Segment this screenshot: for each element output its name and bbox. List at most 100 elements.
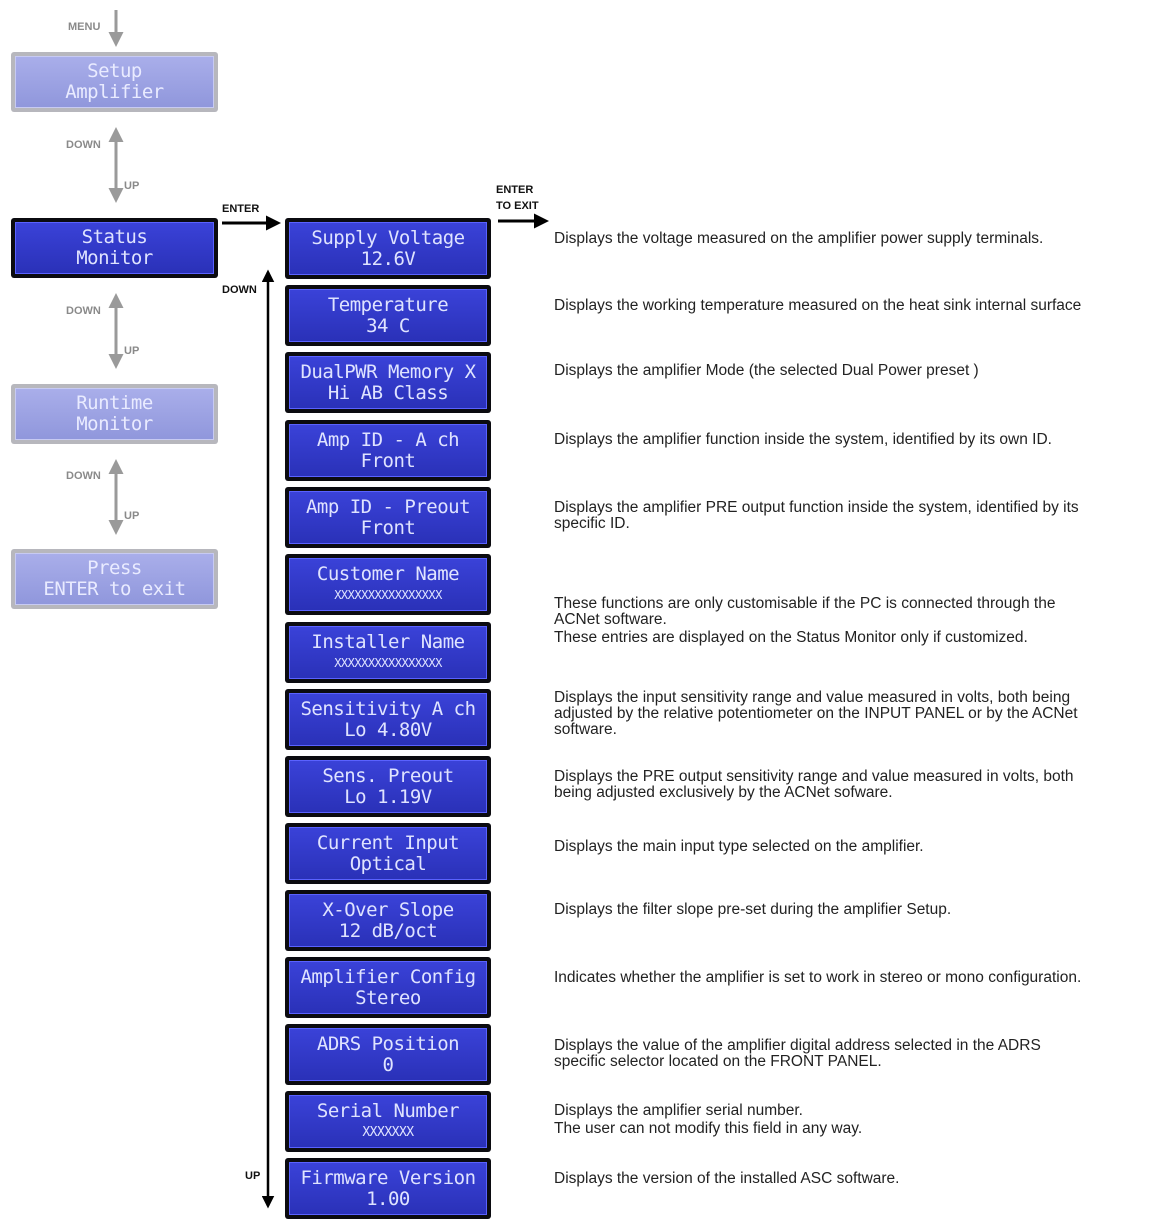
- desc-line: Displays the amplifier serial number.: [554, 1102, 803, 1119]
- desc-customisable: These functions are only customisable if…: [554, 596, 1164, 646]
- lcd-line1: Amp ID - A ch: [316, 428, 460, 451]
- lcd-line1: Runtime: [76, 392, 153, 414]
- lcd-line1: Current Input: [316, 831, 460, 854]
- desc-line: Displays the input sensitivity range and…: [554, 689, 1071, 706]
- desc-line: The user can not modify this field in an…: [554, 1120, 863, 1137]
- lcd-line2: Lo 4.80V: [344, 718, 432, 741]
- desc-line: ACNet software.: [554, 611, 667, 628]
- lcd-line1: Customer Name: [316, 562, 460, 585]
- lcd-line1: Amp ID - Preout: [305, 495, 471, 518]
- lcd-line2: 12 dB/oct: [338, 919, 438, 942]
- desc-line: Displays the amplifier PRE output functi…: [554, 499, 1079, 516]
- lcd-line2: XXXXXXX: [362, 1124, 414, 1140]
- desc-line: Indicates whether the amplifier is set t…: [554, 969, 1082, 986]
- desc-line: Displays the voltage measured on the amp…: [554, 230, 1044, 247]
- desc-x-over-slope: Displays the filter slope pre-set during…: [554, 902, 1164, 918]
- lcd-runtime-monitor: Runtime Monitor: [11, 384, 218, 444]
- lcd-line1: Press: [87, 557, 142, 579]
- desc-sensitivity-a-ch: Displays the input sensitivity range and…: [554, 690, 1164, 738]
- lcd-line2: Amplifier: [65, 81, 164, 103]
- desc-adrs-position: Displays the value of the amplifier digi…: [554, 1038, 1164, 1070]
- lcd-line2: Lo 1.19V: [344, 785, 432, 808]
- lcd-line1: Status: [81, 226, 148, 248]
- lcd-line1: Firmware Version: [300, 1166, 476, 1189]
- up-label-3: UP: [124, 510, 140, 522]
- desc-line: Displays the main input type selected on…: [554, 838, 924, 855]
- desc-amplifier-config: Indicates whether the amplifier is set t…: [554, 970, 1164, 986]
- menu-label: MENU: [68, 21, 101, 33]
- desc-line: Displays the PRE output sensitivity rang…: [554, 768, 1074, 785]
- desc-line: Displays the value of the amplifier digi…: [554, 1037, 1041, 1054]
- lcd-line1: DualPWR Memory X: [300, 360, 476, 383]
- lcd-line2: Hi AB Class: [327, 381, 449, 404]
- lcd-line1: Sensitivity A ch: [300, 697, 476, 720]
- lcd-line2: 0: [382, 1053, 394, 1076]
- down-scroll-label: DOWN: [222, 284, 257, 296]
- desc-dualpwr: Displays the amplifier Mode (the selecte…: [554, 363, 1164, 379]
- up-scroll-label: UP: [245, 1170, 261, 1182]
- lcd-line1: Temperature: [327, 293, 449, 316]
- lcd-setup-amplifier: Setup Amplifier: [11, 52, 218, 112]
- lcd-status-monitor: Status Monitor: [11, 218, 218, 278]
- lcd-line2: Monitor: [76, 247, 153, 269]
- enter-to-exit-label-2: TO EXIT: [496, 200, 539, 212]
- lcd-line1: Serial Number: [316, 1099, 460, 1122]
- desc-line: being adjusted exclusively by the ACNet …: [554, 784, 893, 801]
- desc-supply-voltage: Displays the voltage measured on the amp…: [554, 231, 1164, 247]
- desc-current-input: Displays the main input type selected on…: [554, 839, 1164, 855]
- lcd-line1: X-Over Slope: [322, 898, 454, 921]
- lcd-line2: Monitor: [76, 413, 153, 435]
- lcd-line1: ADRS Position: [316, 1032, 460, 1055]
- desc-line: Displays the amplifier function inside t…: [554, 431, 1052, 448]
- desc-line: Displays the filter slope pre-set during…: [554, 901, 952, 918]
- lcd-line1: Installer Name: [311, 630, 465, 653]
- down-label-3: DOWN: [66, 470, 101, 482]
- desc-line: specific ID.: [554, 515, 630, 532]
- desc-serial-number: Displays the amplifier serial number. Th…: [554, 1103, 1164, 1137]
- up-label-2: UP: [124, 345, 140, 357]
- up-label-1: UP: [124, 180, 140, 192]
- desc-amp-id-a-ch: Displays the amplifier function inside t…: [554, 432, 1164, 448]
- down-label-2: DOWN: [66, 305, 101, 317]
- lcd-press-enter-to-exit: Press ENTER to exit: [11, 549, 218, 609]
- lcd-line1: Setup: [87, 60, 142, 82]
- lcd-line2: Optical: [349, 852, 427, 875]
- lcd-line1: Sens. Preout: [322, 764, 454, 787]
- desc-firmware-version: Displays the version of the installed AS…: [554, 1171, 1164, 1187]
- desc-line: adjusted by the relative potentiometer o…: [554, 705, 1078, 722]
- enter-to-exit-label-1: ENTER: [496, 184, 534, 196]
- desc-sens-preout: Displays the PRE output sensitivity rang…: [554, 769, 1164, 801]
- desc-temperature: Displays the working temperature measure…: [554, 298, 1164, 314]
- lcd-line2: XXXXXXXXXXXXXXXX: [334, 587, 442, 602]
- lcd-line2: Stereo: [355, 986, 421, 1009]
- lcd-line2: 34 C: [366, 314, 410, 337]
- lcd-line2: 12.6V: [360, 247, 416, 270]
- desc-line: These functions are only customisable if…: [554, 595, 1056, 612]
- lcd-line2: Front: [360, 516, 416, 539]
- desc-amp-id-preout: Displays the amplifier PRE output functi…: [554, 500, 1164, 532]
- desc-line: specific selector located on the FRONT P…: [554, 1053, 882, 1070]
- down-label-1: DOWN: [66, 139, 101, 151]
- lcd-line1: Supply Voltage: [311, 226, 465, 249]
- desc-line: Displays the amplifier Mode (the selecte…: [554, 362, 979, 379]
- lcd-line2: ENTER to exit: [43, 578, 186, 600]
- lcd-line2: XXXXXXXXXXXXXXXX: [334, 655, 442, 670]
- lcd-line2: 1.00: [366, 1187, 410, 1210]
- lcd-line1: Amplifier Config: [300, 965, 476, 988]
- desc-line: Displays the version of the installed AS…: [554, 1170, 900, 1187]
